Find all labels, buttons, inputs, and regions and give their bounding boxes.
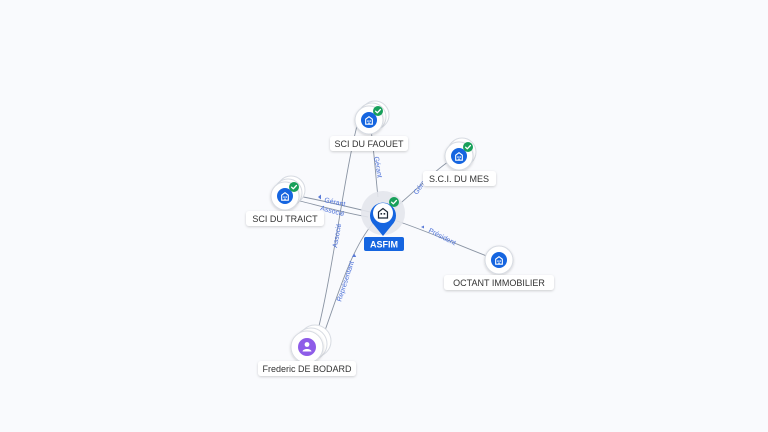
verified-check-icon <box>289 182 299 192</box>
center-label: ASFIM <box>370 240 398 250</box>
node-octant-immobilier[interactable]: OCTANT IMMOBILIER <box>444 245 554 290</box>
node-label-bg <box>444 275 554 290</box>
node-sci-du-mes[interactable]: S.C.I. DU MES <box>423 137 496 186</box>
company-icon-badge <box>451 148 467 164</box>
arrow-traict <box>318 194 321 200</box>
arrow-octant <box>421 225 424 229</box>
node-label-bg <box>258 361 356 376</box>
building-icon <box>377 207 389 219</box>
node-asfim-center[interactable]: ASFIM <box>361 191 405 251</box>
verified-check-icon <box>373 106 383 116</box>
verified-check-icon <box>463 142 473 152</box>
node-label-bg <box>423 171 496 186</box>
center-label-bg <box>364 237 404 251</box>
edge-label-asfim-octant: Président <box>427 228 457 248</box>
person-icon <box>302 342 312 352</box>
company-icon-badge <box>277 188 293 204</box>
edge-label-asfim-traict-1: Gérant <box>324 197 346 208</box>
node-label: S.C.I. DU MES <box>429 174 489 184</box>
company-icon-badge <box>361 112 377 128</box>
person-icon-badge <box>298 338 316 356</box>
node-label-bg <box>330 136 408 151</box>
edge-label-person-asfim: Représentant <box>336 260 356 302</box>
verified-check-icon <box>389 197 399 207</box>
arrow-person <box>352 253 357 257</box>
edge-label-asfim-faouet: Gérant <box>372 156 383 178</box>
node-label: SCI DU FAOUET <box>334 139 404 149</box>
node-label: SCI DU TRAICT <box>252 214 318 224</box>
edge-asfim-octant[interactable] <box>393 219 493 259</box>
node-sci-du-traict[interactable]: SCI DU TRAICT <box>246 175 324 226</box>
edge-label-person-faouet: Associé <box>332 223 343 248</box>
node-label: OCTANT IMMOBILIER <box>453 278 545 288</box>
company-icon-badge <box>491 252 507 268</box>
node-label-bg <box>246 211 324 226</box>
center-pin-inner <box>373 203 393 223</box>
node-label: Frederic DE BODARD <box>262 364 352 374</box>
node-sci-du-faouet[interactable]: SCI DU FAOUET <box>330 100 408 151</box>
node-person[interactable]: Frederic DE BODARD <box>258 324 356 376</box>
